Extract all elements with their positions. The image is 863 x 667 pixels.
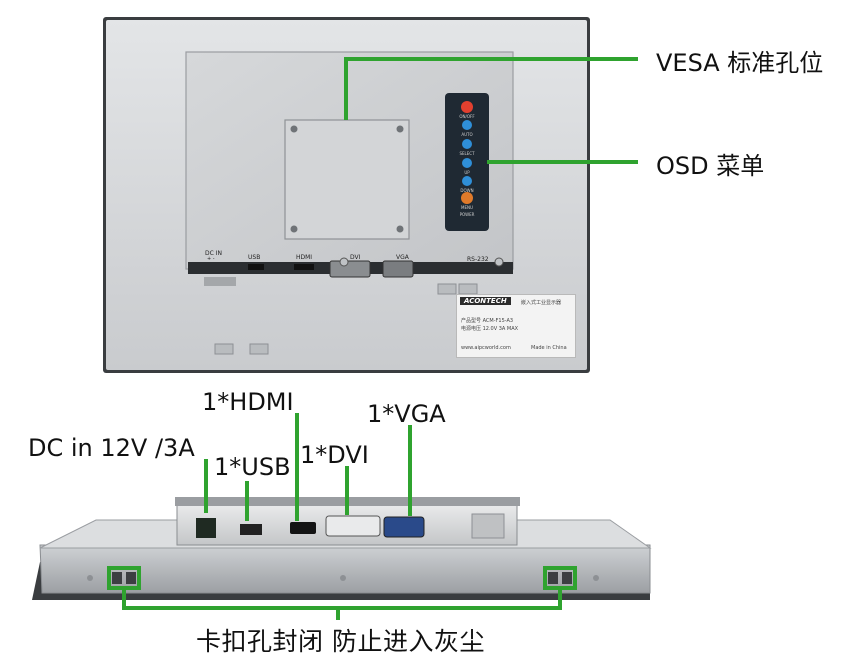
osd-caption-auto: AUTO — [461, 132, 473, 137]
osd-caption-select: SELECT — [459, 151, 475, 156]
nameplate-brand-logo: ACONTECH — [460, 297, 511, 305]
hdmi-callout-label: 1*HDMI — [202, 388, 294, 416]
rear-dc-in-label: DC IN — [205, 250, 222, 257]
rear-dvi-port — [329, 260, 371, 278]
dc-in-callout-label: DC in 12V /3A — [28, 434, 195, 462]
rear-hdmi-port — [294, 264, 314, 270]
seal-callout-label: 卡扣孔封闭 防止进入灰尘 — [196, 627, 485, 656]
io-box-vent — [471, 513, 505, 539]
osd-callout-label: OSD 菜单 — [656, 152, 765, 180]
rear-rs232-label: RS-232 — [467, 256, 489, 263]
dc-terminal — [204, 277, 236, 286]
vesa-mount-plate — [284, 119, 410, 240]
nameplate-origin: Made in China — [531, 345, 567, 351]
bottom-clip-holes — [112, 572, 572, 584]
nameplate-website: www.aipcworld.com — [461, 345, 511, 351]
vga-connector — [383, 516, 425, 538]
osd-select-icon — [462, 139, 472, 149]
vesa-screw-holes — [290, 125, 404, 233]
ground-screw-icon — [339, 257, 349, 267]
osd-menu-icon — [461, 192, 473, 204]
rear-dc-polarity-label: + - — [207, 256, 215, 262]
rear-vga-label: VGA — [396, 254, 409, 261]
osd-auto-icon — [462, 120, 472, 130]
osd-buttons — [461, 101, 473, 204]
vesa-callout-label: VESA 标准孔位 — [656, 49, 824, 77]
dc-in-connector — [196, 518, 216, 538]
osd-power-icon — [461, 101, 473, 113]
rear-vga-port — [382, 260, 414, 278]
usb-connector — [240, 524, 262, 535]
dvi-connector — [325, 515, 381, 537]
osd-caption-up: UP — [464, 170, 470, 175]
rear-hdmi-label: HDMI — [296, 254, 313, 261]
nameplate-product-desc: 嵌入式工业显示器 — [521, 300, 562, 306]
product-nameplate: ACONTECH 嵌入式工业显示器 产品型号 ACM-F15-A3 电源电压 1… — [456, 294, 576, 358]
osd-down-icon — [462, 176, 472, 186]
osd-caption-down: DOWN — [460, 188, 474, 193]
osd-up-icon — [462, 158, 472, 168]
osd-caption-menu: MENU — [461, 205, 473, 210]
hdmi-connector — [290, 522, 316, 534]
nameplate-model: 产品型号 ACM-F15-A3 — [461, 318, 514, 324]
dvi-callout-label: 1*DVI — [300, 441, 369, 469]
callout-lines — [107, 57, 638, 620]
monitor-bottom-view — [32, 497, 652, 600]
rear-dvi-label: DVI — [350, 254, 361, 261]
rear-usb-port — [248, 264, 264, 270]
osd-caption-on-off: ON/OFF — [459, 114, 475, 119]
bottom-screws — [87, 575, 599, 581]
nameplate-power: 电源电压 12.0V 3A MAX — [461, 326, 519, 332]
osd-caption-power: POWER — [459, 212, 475, 217]
rear-usb-label: USB — [248, 254, 261, 261]
rs232-screw-icon — [494, 257, 504, 267]
usb-callout-label: 1*USB — [214, 453, 291, 481]
vga-callout-label: 1*VGA — [367, 400, 446, 428]
